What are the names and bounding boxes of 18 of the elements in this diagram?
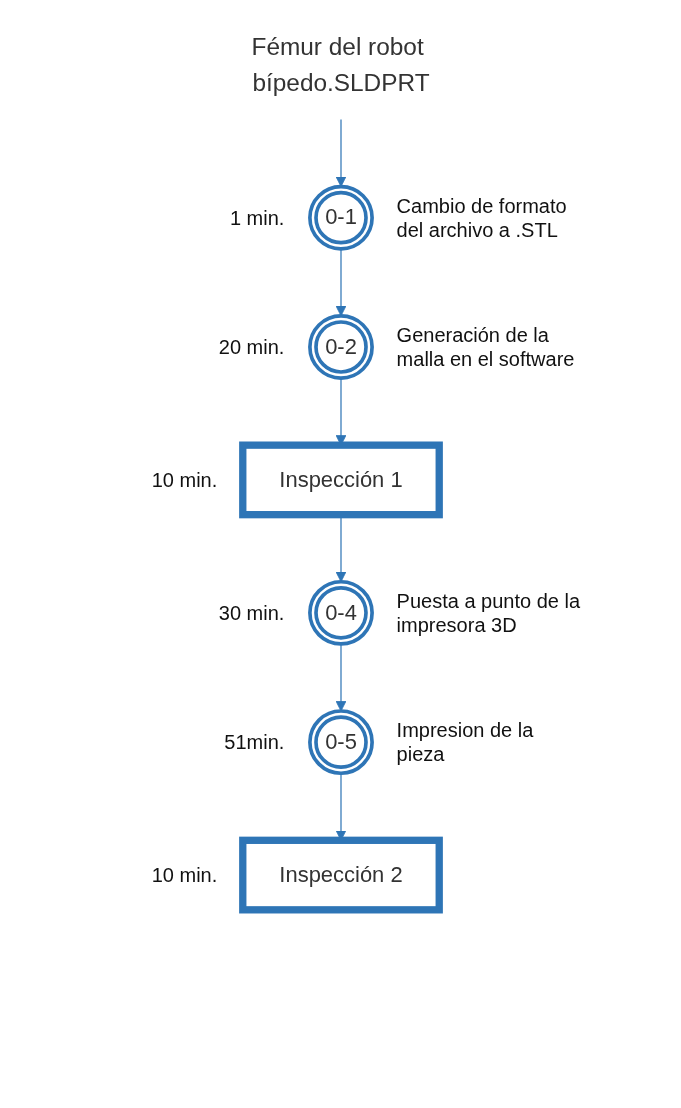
node-text: Fémur del robot bípedo.SLDPRT <box>251 32 430 97</box>
step-description: Puesta a punto de la impresora 3D <box>396 588 582 637</box>
node-circle: 0-4 <box>307 579 374 646</box>
duration-label: 51min. <box>223 730 285 755</box>
node-circle: 0-2 <box>307 314 374 380</box>
step-description: Generación de la malla en el software <box>396 322 576 371</box>
node-box: Inspección 1 <box>238 441 443 519</box>
node-circle: 0-5 <box>307 709 374 776</box>
step-description: Cambio de formato del archivo a .STL <box>396 193 568 242</box>
step-description: Impresion de la pieza <box>396 718 535 767</box>
duration-label: 30 min. <box>217 600 285 625</box>
duration-label: 10 min. <box>150 467 218 492</box>
node-circle: 0-1 <box>307 184 374 251</box>
duration-label: 20 min. <box>217 334 285 359</box>
duration-label: 1 min. <box>228 205 285 230</box>
node-box: Inspección 2 <box>238 836 443 914</box>
arrow <box>335 643 346 712</box>
duration-label: 10 min. <box>150 863 218 888</box>
